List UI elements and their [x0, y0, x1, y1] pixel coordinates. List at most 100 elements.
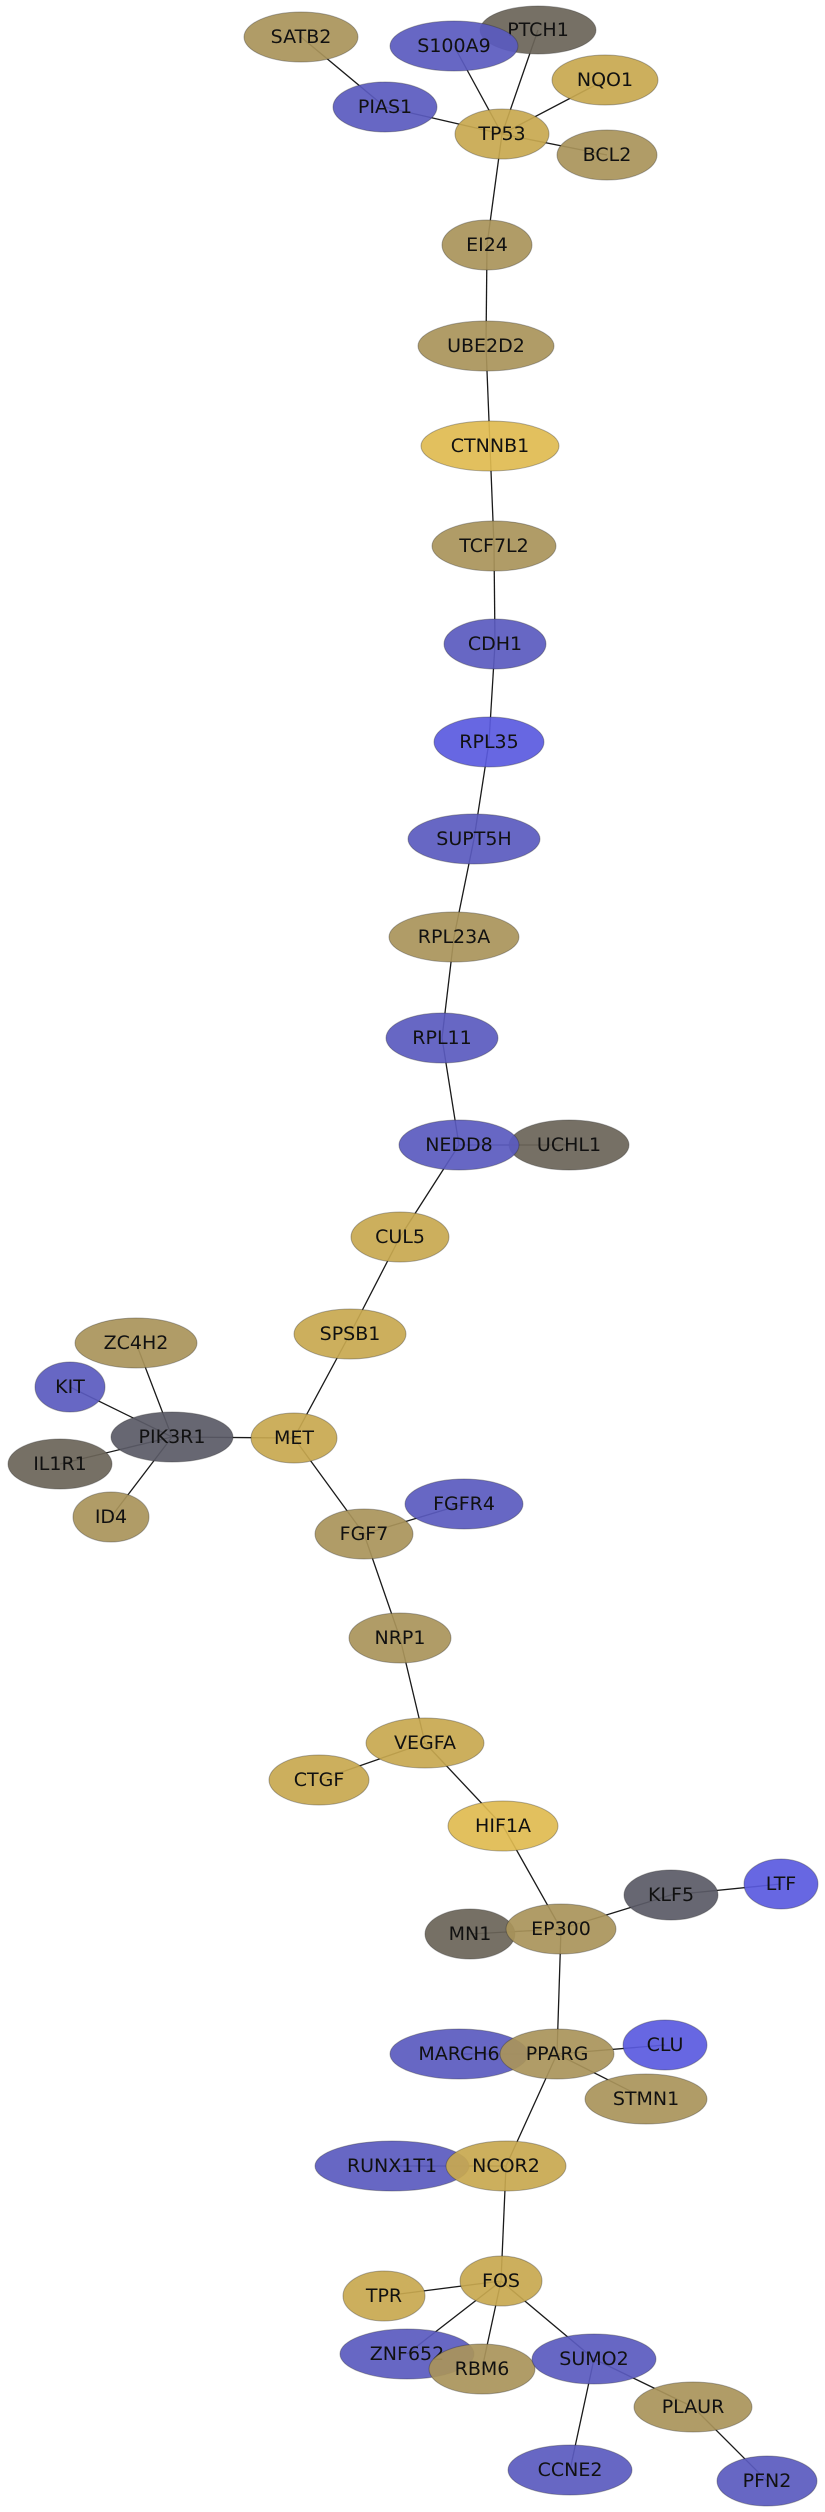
node-label: MN1 [449, 1923, 492, 1945]
node-hif1a: HIF1A [447, 1800, 559, 1852]
node-label: TCF7L2 [458, 535, 528, 557]
node-ellipse [314, 1508, 414, 1560]
node-ellipse [433, 716, 545, 768]
node-label: CTGF [294, 1769, 345, 1791]
node-ellipse [388, 911, 520, 963]
node-ellipse [459, 2255, 543, 2307]
node-fos: FOS [459, 2255, 543, 2307]
node-label: RUNX1T1 [347, 2155, 437, 2177]
node-label: RPL11 [412, 1027, 471, 1049]
node-march6: MARCH6 [389, 2028, 529, 2080]
node-label: VEGFA [394, 1732, 456, 1754]
node-ellipse [348, 1612, 452, 1664]
node-ellipse [551, 54, 659, 106]
node-ellipse [447, 1800, 559, 1852]
node-satb2: SATB2 [243, 11, 359, 63]
node-label: S100A9 [417, 35, 490, 57]
node-ellipse [556, 129, 658, 181]
node-ellipse [365, 1717, 485, 1769]
node-runx1t1: RUNX1T1 [314, 2140, 470, 2192]
node-label: BCL2 [583, 144, 632, 166]
node-ellipse [389, 20, 519, 72]
node-ellipse [110, 1411, 234, 1463]
node-met: MET [250, 1412, 338, 1464]
node-label: PLAUR [662, 2396, 725, 2418]
node-label: TP53 [477, 123, 525, 145]
node-ellipse [243, 11, 359, 63]
node-ep300: EP300 [505, 1903, 617, 1955]
node-nedd8: NEDD8 [398, 1119, 520, 1171]
node-klf5: KLF5 [623, 1869, 719, 1921]
node-label: RPL23A [418, 926, 490, 948]
node-label: PTCH1 [507, 19, 569, 41]
node-ellipse [398, 1119, 520, 1171]
node-label: EP300 [531, 1918, 591, 1940]
node-label: PPARG [526, 2043, 589, 2065]
node-ellipse [332, 81, 438, 133]
node-ncor2: NCOR2 [445, 2140, 567, 2192]
node-supt5h: SUPT5H [407, 813, 541, 865]
node-tpr: TPR [342, 2270, 426, 2322]
node-ellipse [350, 1211, 450, 1263]
node-plaur: PLAUR [633, 2381, 753, 2433]
node-ellipse [716, 2455, 818, 2507]
node-ellipse [445, 2140, 567, 2192]
node-label: CCNE2 [538, 2459, 603, 2481]
node-stmn1: STMN1 [584, 2073, 708, 2125]
node-pias1: PIAS1 [332, 81, 438, 133]
node-ellipse [250, 1412, 338, 1464]
node-label: STMN1 [613, 2088, 679, 2110]
node-label: FGFR4 [433, 1493, 495, 1515]
node-id4: ID4 [72, 1491, 150, 1543]
node-label: NRP1 [375, 1627, 426, 1649]
node-tcf7l2: TCF7L2 [431, 520, 557, 572]
node-ei24: EI24 [441, 219, 533, 271]
node-ellipse [420, 420, 560, 472]
node-label: NCOR2 [472, 2155, 540, 2177]
node-label: ZC4H2 [104, 1332, 169, 1354]
node-ctnnb1: CTNNB1 [420, 420, 560, 472]
node-ccne2: CCNE2 [507, 2444, 633, 2496]
node-label: KIT [55, 1376, 85, 1398]
node-label: ZNF652 [370, 2343, 444, 2365]
node-label: PFN2 [743, 2470, 792, 2492]
node-label: MET [274, 1427, 314, 1449]
node-fgf7: FGF7 [314, 1508, 414, 1560]
node-label: SUPT5H [436, 828, 511, 850]
node-cul5: CUL5 [350, 1211, 450, 1263]
node-ellipse [72, 1491, 150, 1543]
node-nrp1: NRP1 [348, 1612, 452, 1664]
node-label: NEDD8 [425, 1134, 493, 1156]
node-label: KLF5 [648, 1884, 694, 1906]
node-label: CUL5 [375, 1226, 425, 1248]
node-ellipse [743, 1858, 819, 1910]
node-label: LTF [766, 1873, 797, 1895]
node-rpl35: RPL35 [433, 716, 545, 768]
node-fgfr4: FGFR4 [404, 1478, 524, 1530]
node-label: PIAS1 [358, 96, 412, 118]
node-label: NQO1 [577, 69, 633, 91]
node-label: FOS [482, 2270, 520, 2292]
node-ellipse [268, 1754, 370, 1806]
node-ctgf: CTGF [268, 1754, 370, 1806]
node-ellipse [505, 1903, 617, 1955]
node-ellipse [454, 108, 550, 160]
node-ellipse [417, 320, 555, 372]
node-uchl1: UCHL1 [508, 1119, 630, 1171]
node-bcl2: BCL2 [556, 129, 658, 181]
node-label: CDH1 [468, 633, 522, 655]
node-label: RBM6 [455, 2358, 510, 2380]
node-ellipse [441, 219, 533, 271]
node-spsb1: SPSB1 [293, 1308, 407, 1360]
node-pparg: PPARG [499, 2028, 615, 2080]
node-label: CLU [647, 2034, 684, 2056]
node-ellipse [385, 1012, 499, 1064]
node-label: UCHL1 [537, 1134, 601, 1156]
node-rpl23a: RPL23A [388, 911, 520, 963]
node-ellipse [507, 2444, 633, 2496]
node-tp53: TP53 [454, 108, 550, 160]
node-cdh1: CDH1 [443, 618, 547, 670]
node-rpl11: RPL11 [385, 1012, 499, 1064]
node-label: PIK3R1 [139, 1426, 206, 1448]
